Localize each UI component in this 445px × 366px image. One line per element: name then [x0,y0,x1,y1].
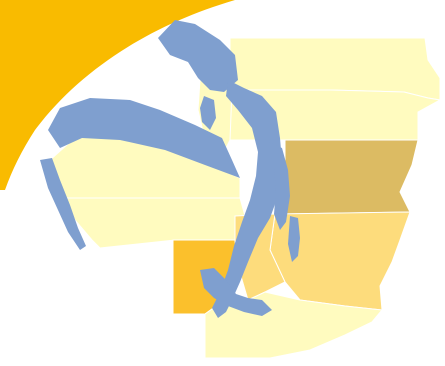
northern-bay-water [158,20,238,92]
sound-channel-water [212,80,282,318]
coastal-lagoon-water [40,158,86,250]
lake-water [288,216,300,262]
east-inlet-water [268,142,290,230]
strait-water [48,98,240,178]
region-east-central[interactable] [284,139,419,215]
accent-arc-band [0,0,235,190]
island-channel-water [200,96,216,130]
southern-inlet-water [200,268,272,316]
